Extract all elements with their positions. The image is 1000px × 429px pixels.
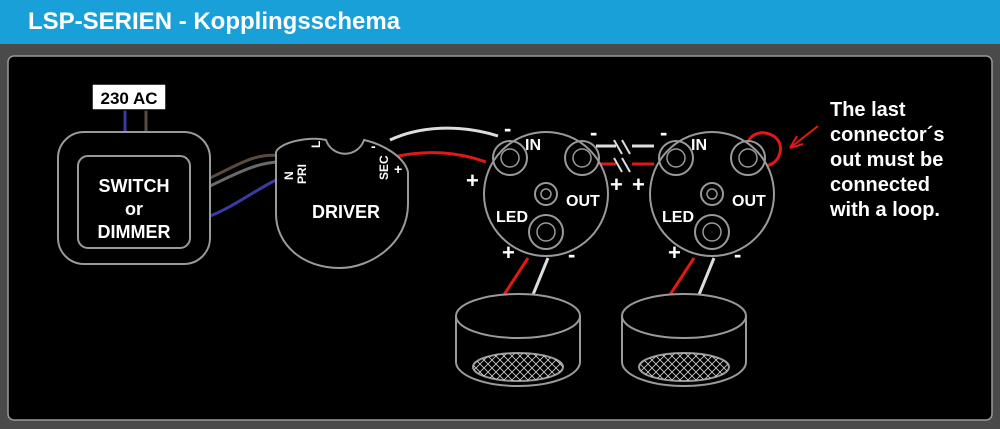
supply-text: 230 AC (100, 89, 157, 108)
header-bar: LSP-SERIEN - Kopplingsschema (0, 0, 1000, 44)
downlight-2 (621, 293, 747, 387)
connector1-led-plus: + (502, 240, 515, 265)
note-arrow (789, 125, 819, 149)
connector1-out-minus: - (590, 120, 597, 145)
connector1-out-label: OUT (566, 193, 600, 210)
driver-sec-plus: + (394, 161, 402, 177)
connector1-led-minus: - (568, 242, 575, 267)
connector1-led-label: LED (496, 209, 528, 226)
switch-label-3: DIMMER (98, 222, 171, 242)
break-marks-a (613, 139, 631, 155)
switch-label-2: or (125, 199, 143, 219)
driver-label: DRIVER (312, 202, 380, 222)
page-title: LSP-SERIEN - Kopplingsschema (28, 8, 401, 35)
connector1-out-plus: + (610, 172, 623, 197)
sec-wire-white (389, 126, 499, 142)
driver: DRIVER N PRI L SEC - + (275, 137, 409, 270)
wiring-diagram: 230 AC SWITCH or DIMMER DRIVER N PRI L S… (7, 55, 993, 421)
connector1-in-plus: + (466, 168, 479, 193)
connector-2: IN OUT LED - + + - (632, 120, 775, 267)
connector2-led-plus: + (668, 240, 681, 265)
driver-n-label: N (282, 171, 296, 180)
switch-dimmer: SWITCH or DIMMER (57, 131, 211, 265)
note-line-4: connected (830, 174, 930, 196)
connector1-in-minus: - (504, 116, 511, 141)
driver-l-label: L (309, 141, 323, 148)
connector2-in-minus: - (660, 120, 667, 145)
sec-wire-red (397, 151, 487, 164)
note-line-2: connector´s (830, 124, 944, 146)
connector1-in-label: IN (525, 137, 541, 154)
connector2-out-label: OUT (732, 193, 766, 210)
diagram-board: 230 AC SWITCH or DIMMER DRIVER N PRI L S… (0, 44, 1000, 429)
driver-pri-label: PRI (295, 164, 309, 184)
note-line-1: The last (830, 99, 906, 121)
break-marks-b (613, 157, 631, 173)
driver-sec-minus: - (371, 138, 376, 154)
note-line-5: with a loop. (829, 199, 940, 221)
loop-note: The last connector´s out must be connect… (789, 99, 944, 221)
downlight-1 (455, 293, 581, 387)
connector2-led-minus: - (734, 242, 741, 267)
connector2-led-label: LED (662, 209, 694, 226)
connector2-in-label: IN (691, 137, 707, 154)
supply-label: 230 AC (91, 83, 167, 111)
driver-sec-label: SEC (377, 155, 391, 180)
connector-1: IN OUT LED - + - + + - (466, 116, 623, 267)
switch-label-1: SWITCH (99, 176, 170, 196)
note-line-3: out must be (830, 149, 943, 171)
note-arrowhead (789, 135, 804, 149)
connector2-in-plus: + (632, 172, 645, 197)
